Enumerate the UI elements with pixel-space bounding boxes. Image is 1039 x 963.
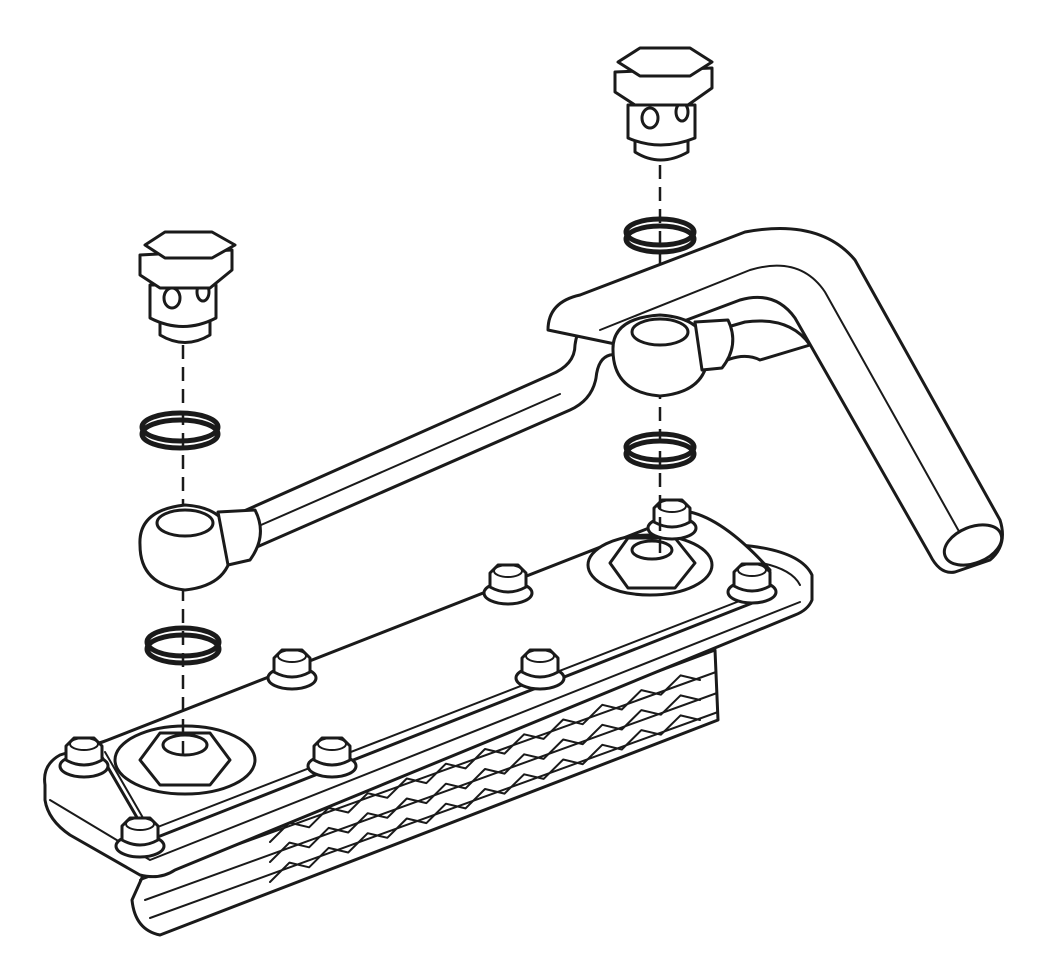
- sealing-washer-right-lower: [623, 431, 697, 470]
- cooler-mounting-bolt: [58, 736, 110, 779]
- fin-row: [269, 674, 701, 843]
- sealing-washer-left-lower: [144, 625, 222, 666]
- port-nut-left: [138, 731, 232, 787]
- banjo-bolt-right: [613, 46, 714, 162]
- banjo-fitting-right: [611, 313, 735, 398]
- fin-row: [269, 714, 701, 883]
- fin-row: [269, 694, 701, 863]
- port-nut-right: [608, 536, 697, 590]
- cooler-mounting-bolt: [306, 736, 358, 779]
- cooler-mounting-bolt: [482, 563, 534, 606]
- banjo-fitting-left: [138, 503, 262, 592]
- sealing-washer-left-upper: [139, 410, 221, 451]
- cooler-mounting-bolt: [726, 562, 778, 605]
- cooler-mounting-bolt: [646, 498, 698, 541]
- cooler-mounting-bolt: [114, 816, 166, 859]
- pipe-cut-end: [942, 523, 1004, 567]
- sealing-washer-right-upper: [623, 216, 697, 255]
- cooler-mounting-bolt: [266, 648, 318, 691]
- cooler-fins: [269, 674, 701, 883]
- cooler-mounting-bolt: [514, 648, 566, 691]
- oil-line-pipe: [233, 227, 1004, 574]
- cooler-mounting-bolts: [58, 498, 778, 859]
- banjo-bolt-left: [138, 230, 237, 344]
